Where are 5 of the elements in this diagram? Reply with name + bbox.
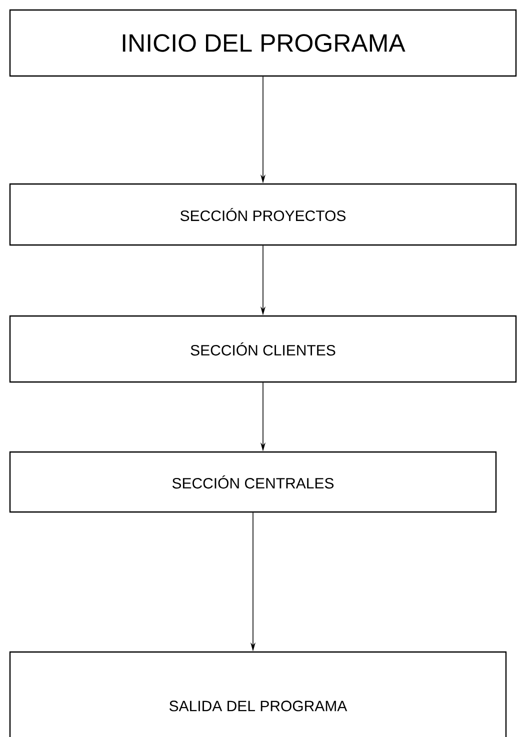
process-box: INICIO DEL PROGRAMA xyxy=(9,9,517,77)
process-box: SALIDA DEL PROGRAMA xyxy=(9,651,507,737)
process-box: SECCIÓN CENTRALES xyxy=(9,451,497,513)
process-box: SECCIÓN CLIENTES xyxy=(9,315,517,383)
process-box: SECCIÓN PROYECTOS xyxy=(9,183,517,246)
